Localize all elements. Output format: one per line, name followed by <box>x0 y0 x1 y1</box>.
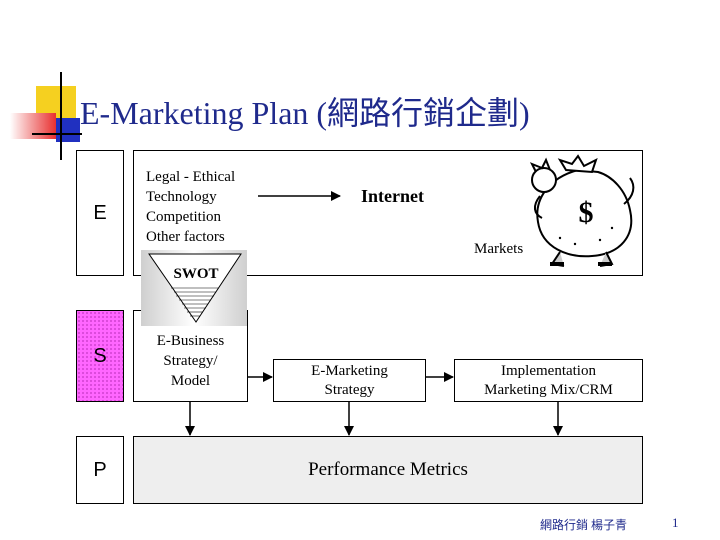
svg-text:$: $ <box>579 196 594 229</box>
e-letter: E <box>93 201 107 224</box>
emarketing-line-1: E-Marketing <box>311 363 388 379</box>
factor-other: Other factors <box>146 229 225 245</box>
s-letter-box: S <box>76 310 124 402</box>
footer-text: 網路行銷 楊子青 <box>540 518 628 532</box>
ebusiness-line-1: E-Business <box>156 333 225 349</box>
ebusiness-line-3: Model <box>170 373 211 389</box>
s-letter: S <box>93 344 107 367</box>
environment-factors: Legal - Ethical Technology Competition O… <box>146 167 235 247</box>
factor-legal-ethical: Legal - Ethical <box>146 169 236 185</box>
page-number: 1 <box>672 515 679 530</box>
performance-metrics-label: Performance Metrics <box>308 459 468 480</box>
ebusiness-line-2: Strategy/ <box>163 353 218 369</box>
factor-competition: Competition <box>146 209 221 225</box>
internet-label: Internet <box>361 186 424 206</box>
implementation-box: Implementation Marketing Mix/CRM <box>454 359 643 402</box>
deco-horizontal-line <box>32 133 82 135</box>
p-letter: P <box>93 458 107 481</box>
performance-metrics-box: Performance Metrics <box>133 436 643 504</box>
page-title: E-Marketing Plan (網路行銷企劃) <box>80 95 530 131</box>
e-letter-box: E <box>76 150 124 276</box>
markets-label: Markets <box>474 241 524 257</box>
p-letter-box: P <box>76 436 124 504</box>
deco-vertical-line <box>60 72 62 160</box>
factor-technology: Technology <box>146 189 217 205</box>
implementation-line-2: Marketing Mix/CRM <box>484 382 613 398</box>
emarketing-line-2: Strategy <box>324 382 375 398</box>
implementation-line-1: Implementation <box>501 363 596 379</box>
emarketing-strategy-box: E-Marketing Strategy <box>273 359 426 402</box>
swot-label: SWOT <box>173 266 219 282</box>
